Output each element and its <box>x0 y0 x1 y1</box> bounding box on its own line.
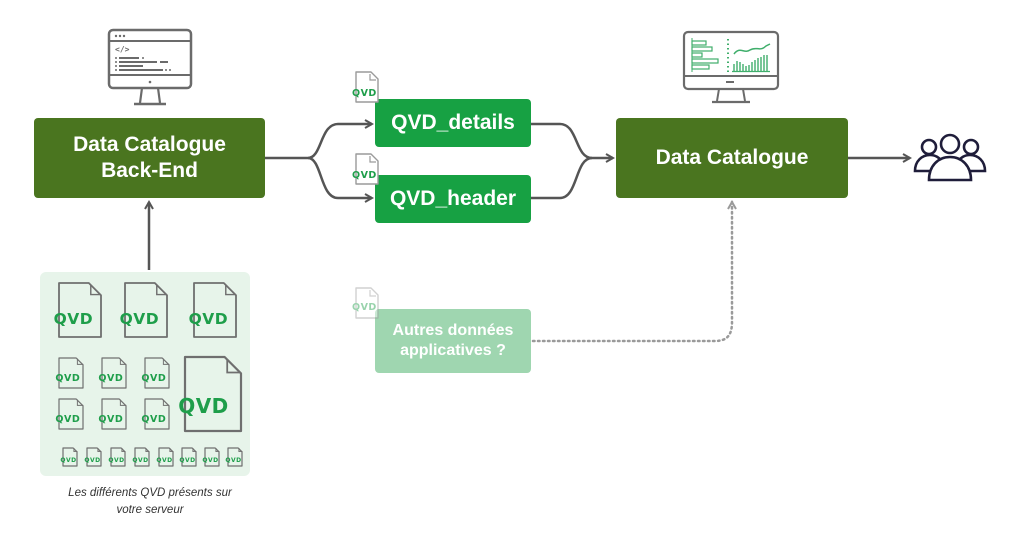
caption-line2: votre serveur <box>116 503 184 516</box>
qvd-file-icon: QVD <box>98 357 127 389</box>
node-backend: Data Catalogue Back-End <box>34 118 265 198</box>
code-monitor-icon: </> <box>107 28 193 115</box>
qvd-file-label: QVD <box>188 310 229 328</box>
qvd-file-icon: QVD <box>98 398 127 430</box>
node-other-data-line2: applicatives ? <box>400 342 506 359</box>
qvd-file-label: QVD <box>352 302 377 313</box>
node-backend-line1: Data Catalogue <box>73 132 226 156</box>
qvd-file-icon: QVD <box>352 286 380 320</box>
qvd-file-icon: QVD <box>54 282 102 338</box>
qvd-file-label: QVD <box>55 373 81 384</box>
server-panel-caption: Les différents QVD présents sur votre se… <box>30 485 270 518</box>
node-qvd-header-label: QVD_header <box>389 186 517 210</box>
node-backend-line2: Back-End <box>101 159 198 182</box>
qvd-file-label: QVD <box>60 457 77 464</box>
qvd-file-label: QVD <box>98 414 124 425</box>
qvd-file-icon: QVD <box>55 398 84 430</box>
qvd-file-icon: QVD <box>225 447 243 467</box>
qvd-file-label: QVD <box>108 457 125 464</box>
qvd-file-label: QVD <box>55 414 81 425</box>
qvd-file-label: QVD <box>352 170 377 181</box>
qvd-file-label: QVD <box>352 88 377 99</box>
qvd-file-icon: QVD <box>156 447 174 467</box>
qvd-file-label: QVD <box>141 414 167 425</box>
qvd-file-label: QVD <box>156 457 173 464</box>
qvd-file-label: QVD <box>202 457 219 464</box>
qvd-file-icon: QVD <box>141 357 170 389</box>
qvd-file-label: QVD <box>178 394 229 418</box>
qvd-file-icon: QVD <box>120 282 168 338</box>
svg-text:</>: </> <box>115 45 130 54</box>
qvd-file-icon: QVD <box>352 152 380 186</box>
qvd-file-icon: QVD <box>55 357 84 389</box>
qvd-file-icon: QVD <box>202 447 220 467</box>
node-qvd-details: QVD_details <box>375 99 531 147</box>
edge-backend-to-header <box>307 156 372 198</box>
qvd-file-icon: QVD <box>132 447 150 467</box>
qvd-file-icon: QVD <box>179 447 197 467</box>
edge-header-to-catalogue <box>531 156 593 200</box>
qvd-file-icon: QVD <box>189 282 237 338</box>
qvd-file-icon: QVD <box>60 447 78 467</box>
qvd-file-label: QVD <box>225 457 242 464</box>
node-other-data: Autres données applicatives ? <box>375 309 531 373</box>
qvd-file-icon: QVD <box>141 398 170 430</box>
edge-other-to-catalogue <box>531 202 732 343</box>
node-other-data-line1: Autres données <box>392 322 514 339</box>
qvd-file-icon: QVD <box>352 70 380 104</box>
qvd-file-label: QVD <box>179 457 196 464</box>
qvd-file-icon: QVD <box>84 447 102 467</box>
qvd-file-label: QVD <box>141 373 167 384</box>
edge-details-to-catalogue <box>531 122 593 160</box>
qvd-file-icon: QVD <box>108 447 126 467</box>
users-group-icon <box>912 133 988 188</box>
qvd-file-label: QVD <box>84 457 101 464</box>
caption-line1: Les différents QVD présents sur <box>68 487 232 499</box>
dashboard-monitor-icon <box>682 30 780 111</box>
node-qvd-details-label: QVD_details <box>391 110 515 134</box>
node-data-catalogue: Data Catalogue <box>616 118 848 198</box>
edge-backend-to-details <box>307 124 372 160</box>
qvd-file-label: QVD <box>119 310 160 328</box>
qvd-file-icon: QVD <box>178 355 243 433</box>
qvd-file-label: QVD <box>132 457 149 464</box>
qvd-file-label: QVD <box>53 310 94 328</box>
node-qvd-header: QVD_header <box>375 175 531 223</box>
qvd-file-label: QVD <box>98 373 124 384</box>
node-data-catalogue-label: Data Catalogue <box>655 145 809 169</box>
